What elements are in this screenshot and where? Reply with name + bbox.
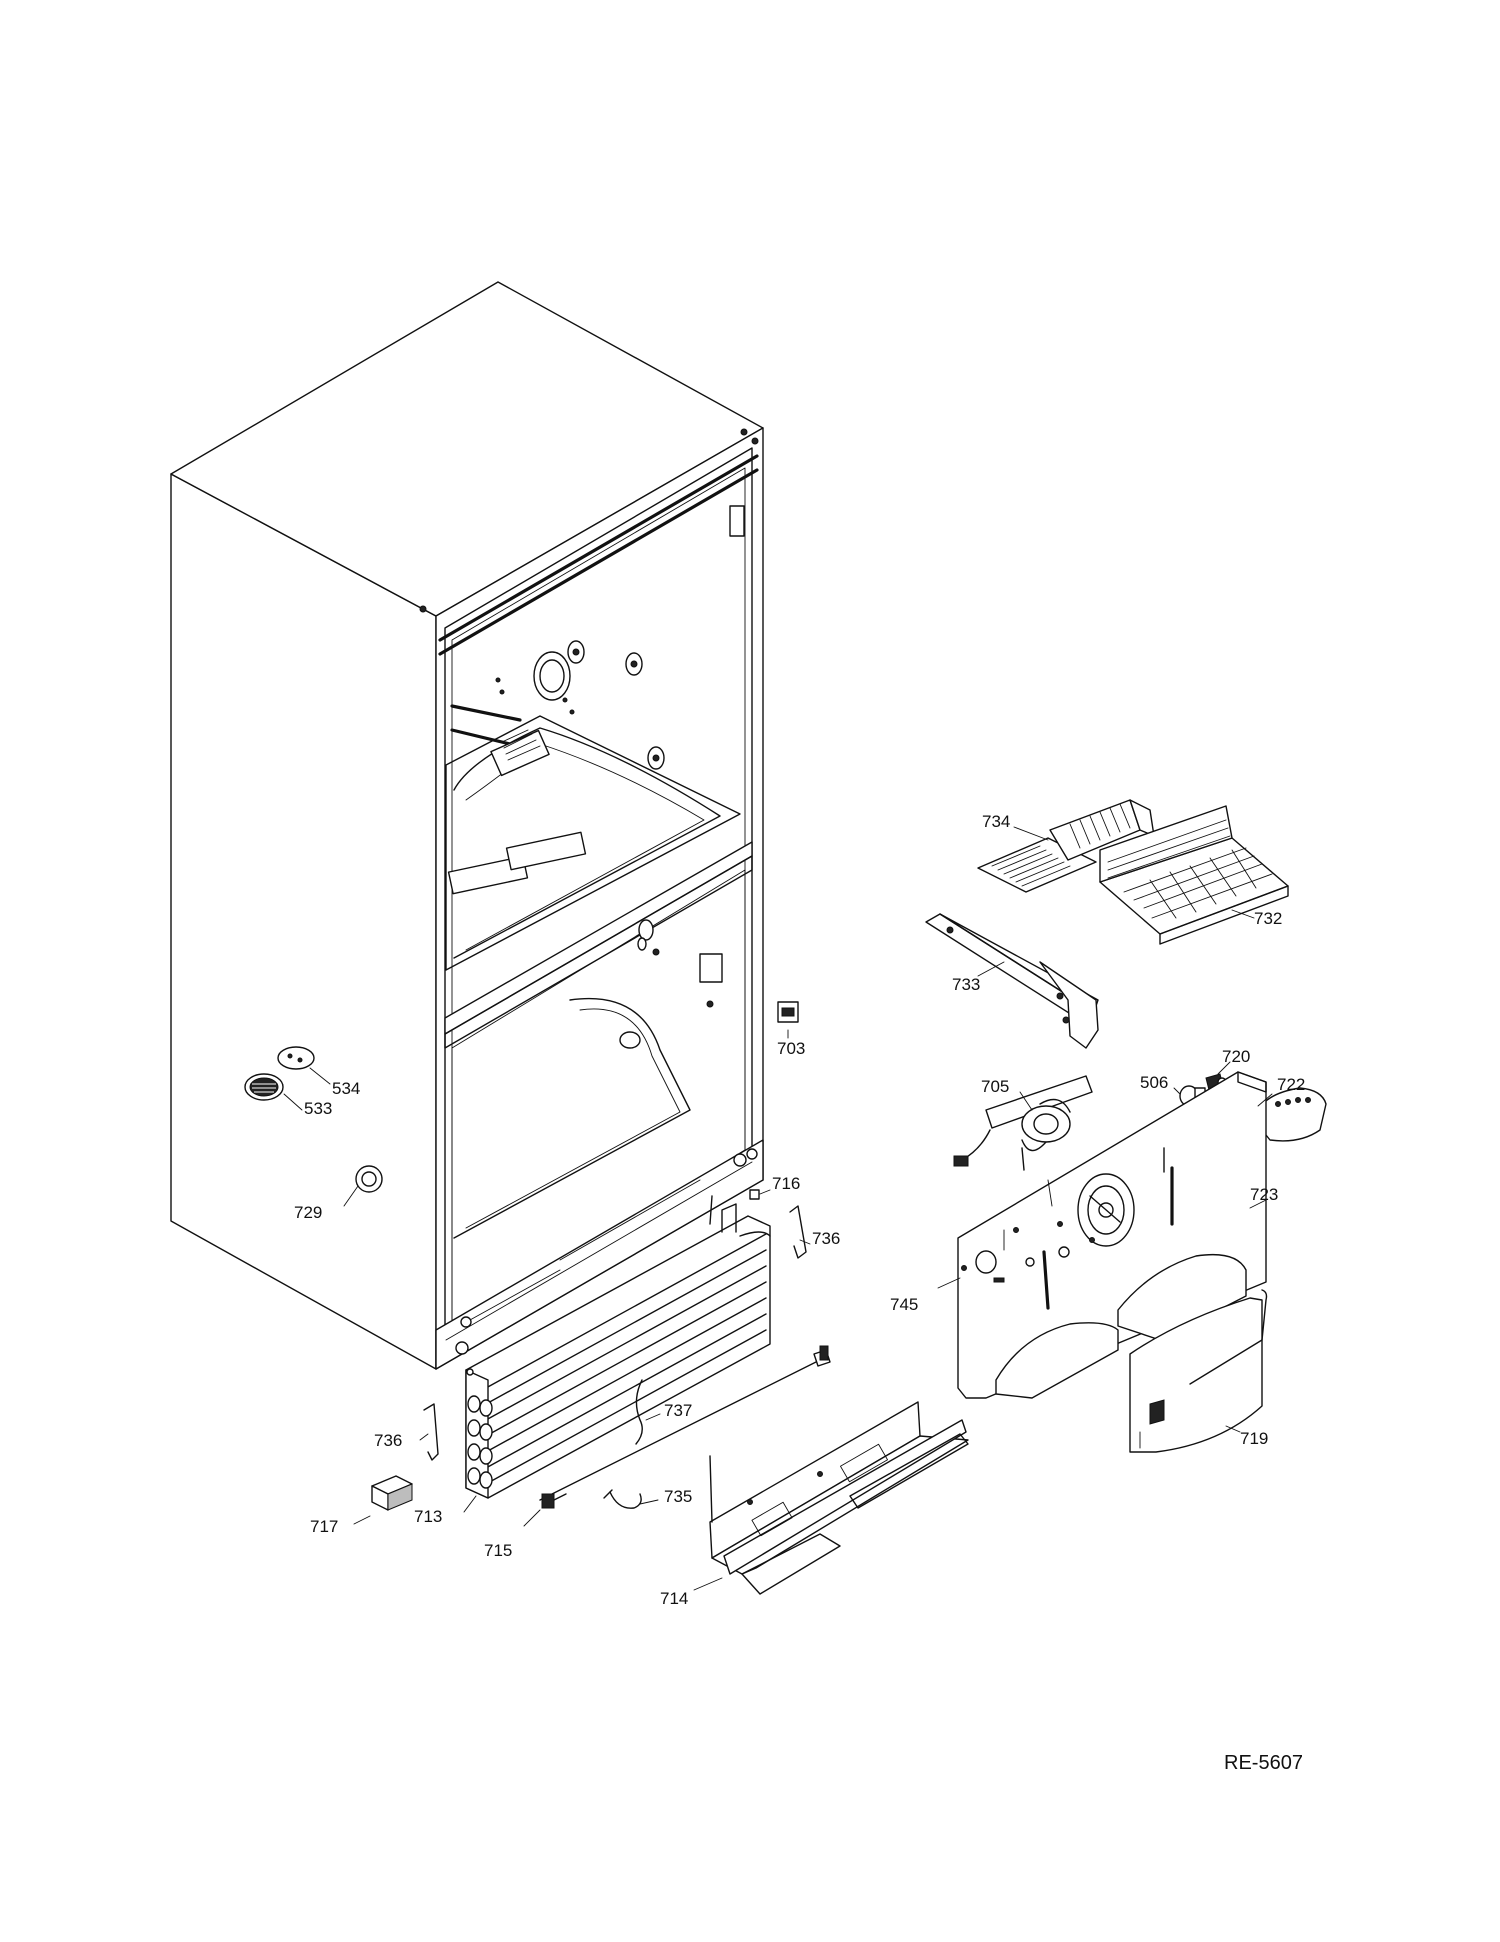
callout-735: 735	[664, 1487, 693, 1506]
leader-lines	[283, 826, 1273, 1591]
callout-715: 715	[484, 1541, 513, 1560]
callout-722: 722	[1277, 1075, 1306, 1094]
callout-736-left: 736	[374, 1431, 403, 1450]
callout-705: 705	[981, 1077, 1010, 1096]
part-703-switch	[777, 1001, 799, 1023]
callout-745: 745	[890, 1295, 919, 1314]
side-wall-parts	[244, 1046, 383, 1193]
callout-719: 719	[1240, 1429, 1269, 1448]
callout-737: 737	[664, 1401, 693, 1420]
part-734-cover	[977, 799, 1155, 893]
callout-734: 734	[982, 812, 1011, 831]
part-723-evaporator-cover	[957, 1071, 1267, 1399]
callout-717: 717	[310, 1517, 339, 1536]
callout-506: 506	[1140, 1073, 1169, 1092]
part-735-clip	[603, 1489, 642, 1509]
part-714-drain-pan	[709, 1401, 969, 1595]
part-705-fan-motor	[953, 1075, 1093, 1171]
part-733-rail	[925, 913, 1099, 1049]
callout-733: 733	[952, 975, 981, 994]
part-717-block	[371, 1475, 413, 1511]
callout-720: 720	[1222, 1047, 1251, 1066]
callout-714: 714	[660, 1589, 689, 1608]
part-736-spring	[423, 1205, 807, 1461]
callout-729: 729	[294, 1203, 323, 1222]
diagram-reference-number: RE-5607	[1224, 1752, 1303, 1774]
part-716-clip	[749, 1189, 760, 1200]
part-737-heater	[539, 1345, 831, 1501]
callout-723: 723	[1250, 1185, 1279, 1204]
part-719-duct	[995, 1253, 1268, 1453]
part-715-thermostat	[541, 1493, 567, 1509]
part-732-tray	[1099, 805, 1289, 945]
part-713-evaporator-coil	[465, 1195, 771, 1499]
callout-732: 732	[1254, 909, 1283, 928]
callout-533: 533	[304, 1099, 333, 1118]
callout-713: 713	[414, 1507, 443, 1526]
callout-736-right: 736	[812, 1229, 841, 1248]
callout-534: 534	[332, 1079, 361, 1098]
part-722-lens	[1253, 1087, 1327, 1142]
callout-703: 703	[777, 1039, 806, 1058]
callout-716: 716	[772, 1174, 801, 1193]
refrigerator-cabinet	[170, 281, 764, 1370]
